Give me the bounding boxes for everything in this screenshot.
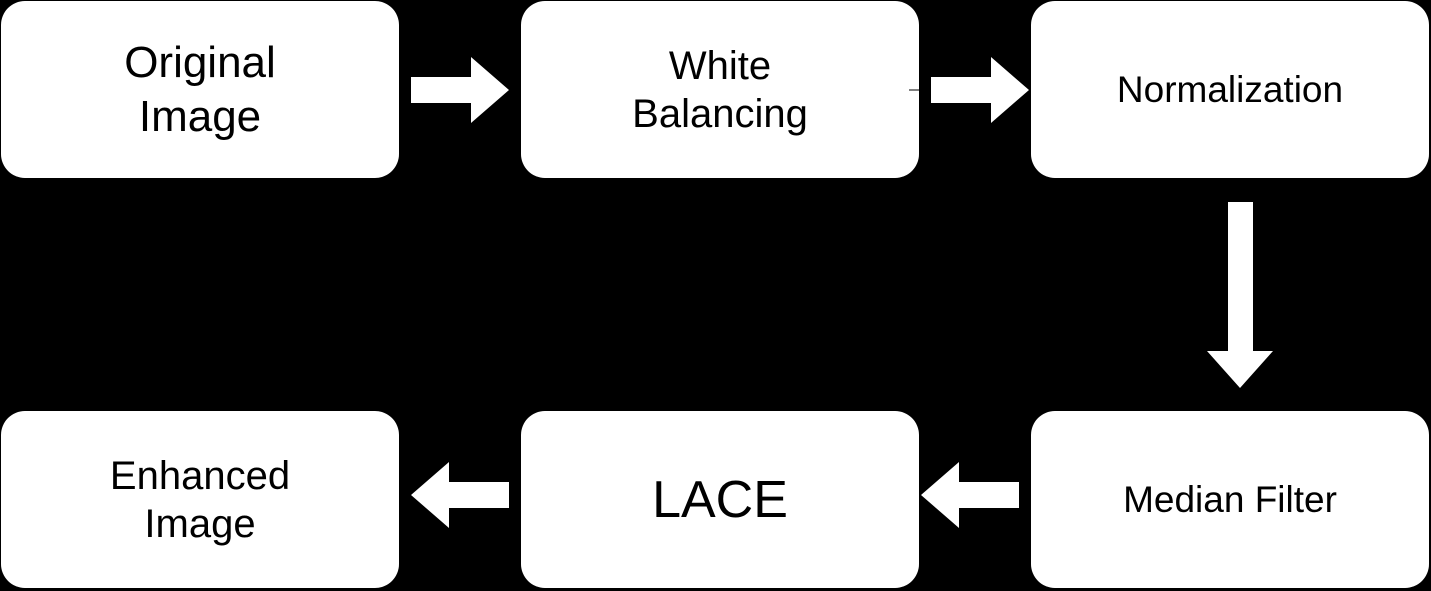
arrow-original-to-white-balancing: [411, 57, 509, 123]
step-original-image: Original Image: [1, 1, 399, 178]
step-white-balancing: White Balancing: [521, 1, 919, 178]
step-median-filter: Median Filter: [1031, 411, 1429, 588]
arrow-lace-to-enhanced-image: [411, 462, 509, 528]
step-lace-label: LACE: [652, 470, 788, 529]
step-white-balancing-label: White Balancing: [632, 43, 808, 136]
step-enhanced-image: Enhanced Image: [1, 411, 399, 588]
step-normalization: Normalization: [1031, 1, 1429, 178]
step-median-filter-label: Median Filter: [1123, 478, 1337, 520]
step-lace: LACE: [521, 411, 919, 588]
step-original-image-label: Original Image: [124, 37, 276, 141]
arrow-white-balancing-to-normalization: [931, 57, 1029, 123]
arrow-normalization-to-median-filter: [1207, 202, 1273, 388]
step-enhanced-image-label: Enhanced Image: [109, 453, 291, 546]
step-normalization-label: Normalization: [1116, 68, 1344, 110]
arrow-median-filter-to-lace: [921, 462, 1019, 528]
